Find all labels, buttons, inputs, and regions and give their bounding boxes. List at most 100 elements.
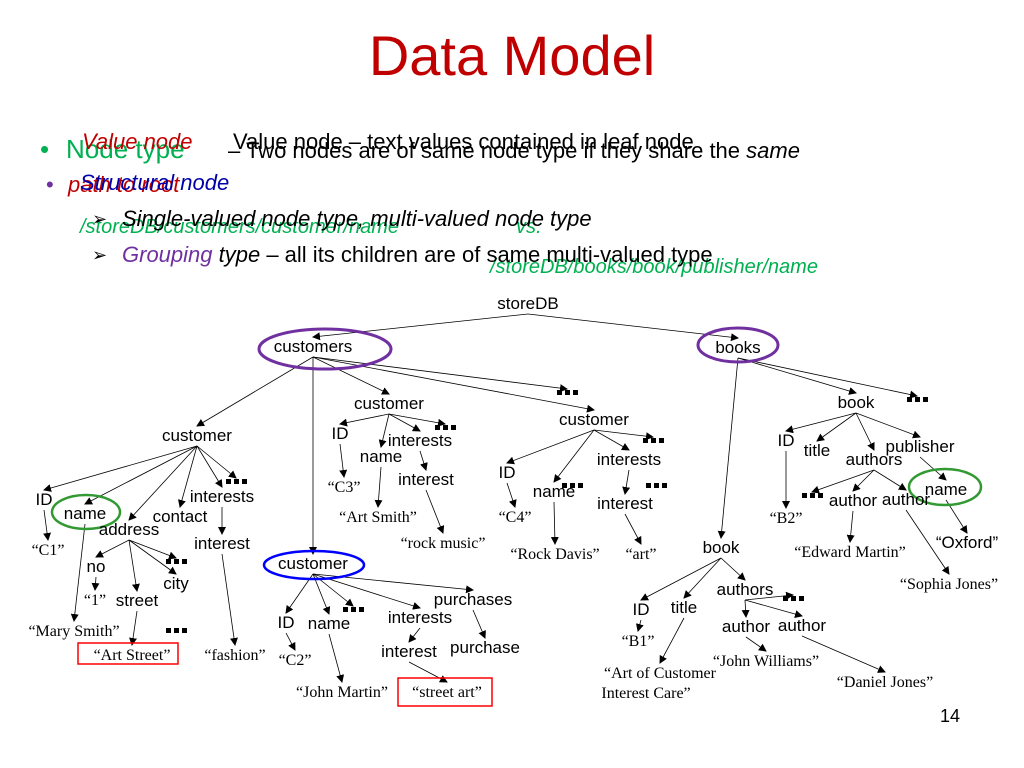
edge-c3-interests-to-c3-interest: [622, 469, 631, 495]
node-c3-interests: interests: [597, 450, 661, 469]
node-b2-author1v: “John Williams”: [713, 653, 819, 670]
node-c1-interestv: “fashion”: [204, 647, 265, 664]
ellipsis-dot: [643, 438, 648, 443]
node-storeDB: storeDB: [497, 294, 558, 313]
node-b1-pubnamev: “Oxford”: [936, 533, 999, 552]
ellipsis-dot: [791, 596, 796, 601]
ellipsis-dot: [234, 479, 239, 484]
edge-customers-to-cust2: [312, 356, 390, 395]
ellipsis-dots-a1: [166, 559, 187, 564]
edge-customers-to-dots-c: [312, 356, 568, 393]
ellipsis-dot: [654, 483, 659, 488]
node-b2-author1: author: [722, 617, 771, 636]
node-b1-author2v: “Sophia Jones”: [900, 576, 998, 593]
ellipsis-dot: [646, 483, 651, 488]
ellipsis-dots-c2: [435, 425, 456, 430]
ellipsis-dot: [783, 596, 788, 601]
edge-cust4-to-c4-id: [285, 573, 314, 614]
node-type-definition: – Two nodes are of same node type if the…: [228, 138, 747, 163]
edge-b2-authors-to-dots-b2: [744, 591, 794, 601]
edge-cust1-to-dots-c1: [196, 445, 237, 479]
sub-arrow-1: ➢: [92, 209, 108, 229]
slide-number: 14: [939, 706, 960, 726]
ellipsis-dots-b2: [783, 596, 804, 601]
edge-b1-authors-to-dots-b1: [811, 469, 875, 494]
node-c2-name: name: [360, 447, 403, 466]
edge-storeDB-to-customers: [312, 313, 529, 341]
ellipsis-dots-c3: [643, 438, 664, 443]
ellipsis-dot: [799, 596, 804, 601]
node-c2-interests: interests: [388, 431, 452, 450]
edge-c4-interest-to-c4-interestv: [408, 661, 448, 683]
edge-c3-interest-to-c3-interestv: [624, 513, 642, 545]
ellipsis-dots-extra2: [166, 628, 187, 633]
edge-c4-interests-to-c4-interest: [408, 627, 421, 643]
node-b2-authors: authors: [717, 580, 774, 599]
node-c4-interestv: “street art”: [412, 684, 482, 701]
sub-arrow-2: ➢: [92, 245, 108, 265]
ellipsis-marks: [166, 390, 928, 633]
node-cust3: customer: [559, 410, 629, 429]
edge-book2-to-b2-id: [640, 557, 722, 601]
path-to-root: path to root: [68, 172, 180, 197]
edge-c3-id-to-c3-idv: [506, 482, 517, 508]
ellipsis-dot: [182, 628, 187, 633]
path-books: /storeDB/books/book/publisher/name: [490, 256, 818, 278]
node-c1-namev: “Mary Smith”: [28, 623, 119, 640]
node-b1-author1: author: [829, 491, 878, 510]
edge-books-to-dots-b: [737, 357, 918, 399]
ellipsis-dot: [226, 479, 231, 484]
node-c1-name: name: [64, 504, 107, 523]
ellipsis-dot: [923, 397, 928, 402]
edge-c4-name-to-c4-namev: [328, 633, 345, 683]
ellipsis-dots-extra1: [646, 483, 667, 488]
customer-name-green-oval: [50, 493, 122, 531]
ellipsis-dot: [818, 493, 823, 498]
node-c4-purchases: purchases: [434, 590, 512, 609]
node-c1-idv: “C1”: [32, 542, 65, 559]
edge-cust2-to-c2-id: [339, 413, 390, 427]
edge-c1-address-to-c1-no: [95, 539, 130, 558]
vs-text: vs.: [516, 216, 542, 238]
type-word: type: [212, 242, 261, 267]
street-art-red-box: [397, 677, 493, 707]
value-node-label: Value node: [82, 129, 193, 154]
edge-books-to-book1: [737, 357, 857, 395]
edge-c1-interest-to-c1-interestv: [221, 553, 238, 646]
edge-c1-name-to-c1-namev: [70, 523, 86, 622]
publisher-name-green-oval: [907, 467, 983, 507]
ellipsis-dot: [810, 493, 815, 498]
edge-c2-interests-to-c2-interest: [419, 450, 428, 471]
node-cust1: customer: [162, 426, 232, 445]
ellipsis-dot: [557, 390, 562, 395]
node-c4-purchase: purchase: [450, 638, 520, 657]
node-b2-titlev2: Interest Care”: [601, 685, 690, 702]
edge-b1-author2-to-b1-author2v: [905, 509, 950, 575]
node-b2-titlev1: “Art of Customer: [604, 665, 717, 682]
ellipsis-dot: [565, 390, 570, 395]
edge-b2-authors-to-b2-author2: [744, 599, 803, 618]
ellipsis-dot: [651, 438, 656, 443]
edge-c1-street-to-c1-streetv: [129, 610, 138, 646]
node-b2-title: title: [671, 598, 697, 617]
node-c1-no: no: [87, 557, 106, 576]
node-b1-author2: author: [882, 490, 931, 509]
node-c3-id: ID: [499, 463, 516, 482]
node-c3-interestv: “art”: [625, 546, 656, 563]
edge-b1-authors-to-b1-author1: [852, 469, 875, 492]
same-word: same: [746, 138, 800, 163]
node-c4-idv: “C2”: [279, 652, 312, 669]
node-b1-authors: authors: [846, 450, 903, 469]
edge-storeDB-to-books: [527, 313, 739, 342]
node-c1-street: street: [116, 591, 159, 610]
edge-c1-address-to-dots-a1: [128, 539, 177, 560]
edge-c1-no-to-c1-nov: [91, 576, 100, 591]
node-b1-id: ID: [778, 431, 795, 450]
node-c2-namev: “Art Smith”: [339, 509, 417, 526]
node-c2-idv: “C3”: [328, 479, 361, 496]
edge-book1-to-b1-authors: [855, 412, 875, 451]
edge-b2-id-to-b2-idv: [635, 619, 644, 632]
books-oval: [696, 326, 780, 364]
